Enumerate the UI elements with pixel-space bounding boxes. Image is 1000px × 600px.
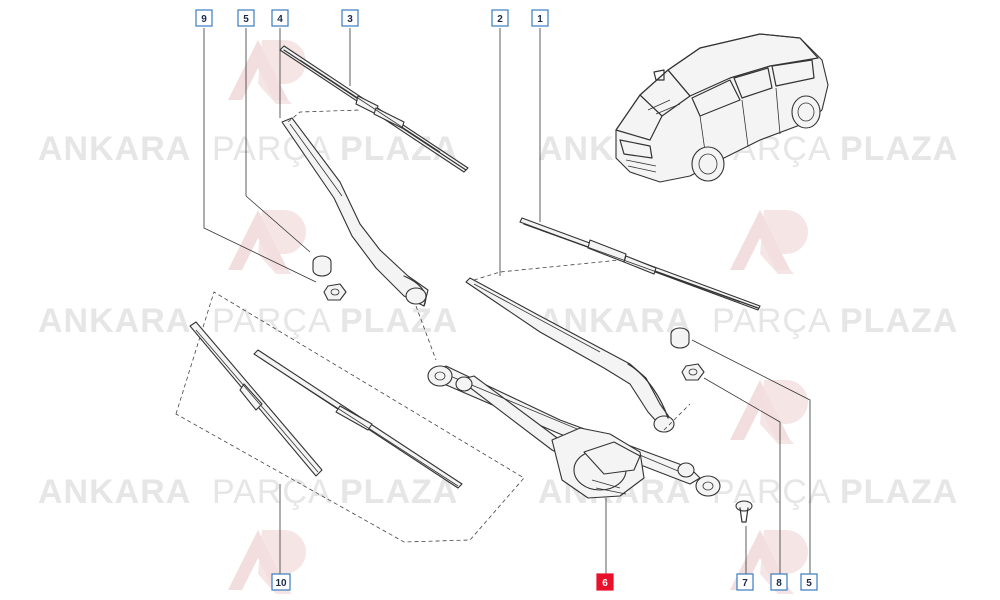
callout-c4: 4 (271, 9, 289, 27)
callout-number: 7 (742, 578, 748, 589)
callout-number: 10 (275, 578, 287, 589)
watermark-logo (228, 530, 306, 594)
watermark-word: ANKARA (38, 302, 191, 340)
watermark-word: PLAZA (340, 473, 458, 511)
watermark-word: PARÇA (212, 302, 332, 340)
watermark-logo (730, 380, 808, 444)
callout-c7: 7 (736, 573, 754, 591)
callout-box (770, 573, 788, 591)
nut-cap-part-5 (312, 255, 332, 277)
wiper-blade-part-1 (519, 217, 761, 311)
callout-c6: 6 (596, 573, 614, 591)
callout-c1: 1 (531, 9, 549, 27)
callout-c3: 3 (341, 9, 359, 27)
watermark-row: ANKARA PARÇA PLAZA (538, 130, 958, 168)
watermark-word: PARÇA (212, 473, 332, 511)
callout-box (237, 9, 255, 27)
watermark-row: ANKARA PARÇA PLAZA (38, 130, 458, 168)
callout-box (271, 9, 289, 27)
nut-part-9 (323, 283, 347, 301)
watermark-logo (228, 40, 306, 104)
watermark-word: PLAZA (840, 130, 958, 168)
callout-box (531, 9, 549, 27)
callout-number: 6 (602, 578, 608, 589)
callout-number: 8 (776, 578, 782, 589)
wiper-blade-part-3 (279, 45, 469, 173)
leader-lines (203, 28, 811, 574)
nut-cap-part-5 (670, 327, 690, 349)
watermark-word: PLAZA (840, 473, 958, 511)
watermark-logo (730, 210, 808, 274)
watermark-word: PARÇA (712, 302, 832, 340)
watermark-word: PARÇA (712, 473, 832, 511)
callout-c5a: 5 (237, 9, 255, 27)
watermark-row: ANKARA PARÇA PLAZA (38, 302, 458, 340)
callout-box (195, 9, 213, 27)
callout-c8: 8 (770, 573, 788, 591)
callout-number: 3 (347, 14, 353, 25)
car-illustration (615, 33, 829, 183)
bolt-part-7 (735, 500, 753, 523)
wiper-arm-part-4 (281, 117, 429, 307)
callout-c9: 9 (195, 9, 213, 27)
watermark: ANKARA PARÇA PLAZA ANKARA PARÇA PLAZA AN… (38, 40, 958, 594)
callout-box (271, 573, 291, 591)
callout-c5b: 5 (800, 573, 818, 591)
callout-number: 4 (277, 14, 283, 25)
wiper-linkage-motor-part-6 (427, 365, 721, 499)
callout-labels: 9 5 4 3 2 1 10 6 7 8 5 (195, 9, 818, 591)
callout-box (491, 9, 509, 27)
callout-number: 2 (497, 14, 503, 25)
callout-box (596, 573, 614, 591)
callout-number: 1 (537, 14, 543, 25)
watermark-word: ANKARA (38, 473, 191, 511)
callout-c10: 10 (271, 573, 291, 591)
watermark-word: ANKARA (38, 130, 191, 168)
callout-c2: 2 (491, 9, 509, 27)
watermark-word: PLAZA (840, 302, 958, 340)
callout-box (341, 9, 359, 27)
callout-box (736, 573, 754, 591)
alternative-blades-part-10 (175, 291, 525, 543)
watermark-word: PLAZA (340, 302, 458, 340)
callout-box (800, 573, 818, 591)
nut-part-8 (681, 363, 705, 381)
callout-number: 5 (243, 14, 249, 25)
wiper-arm-part-2 (465, 277, 675, 433)
watermark-row: ANKARA PARÇA PLAZA (38, 473, 458, 511)
callout-number: 9 (201, 14, 207, 25)
watermark-row: ANKARA PARÇA PLAZA (538, 302, 958, 340)
watermark-word: PLAZA (340, 130, 458, 168)
watermark-logo (228, 210, 306, 274)
callout-number: 5 (806, 578, 812, 589)
